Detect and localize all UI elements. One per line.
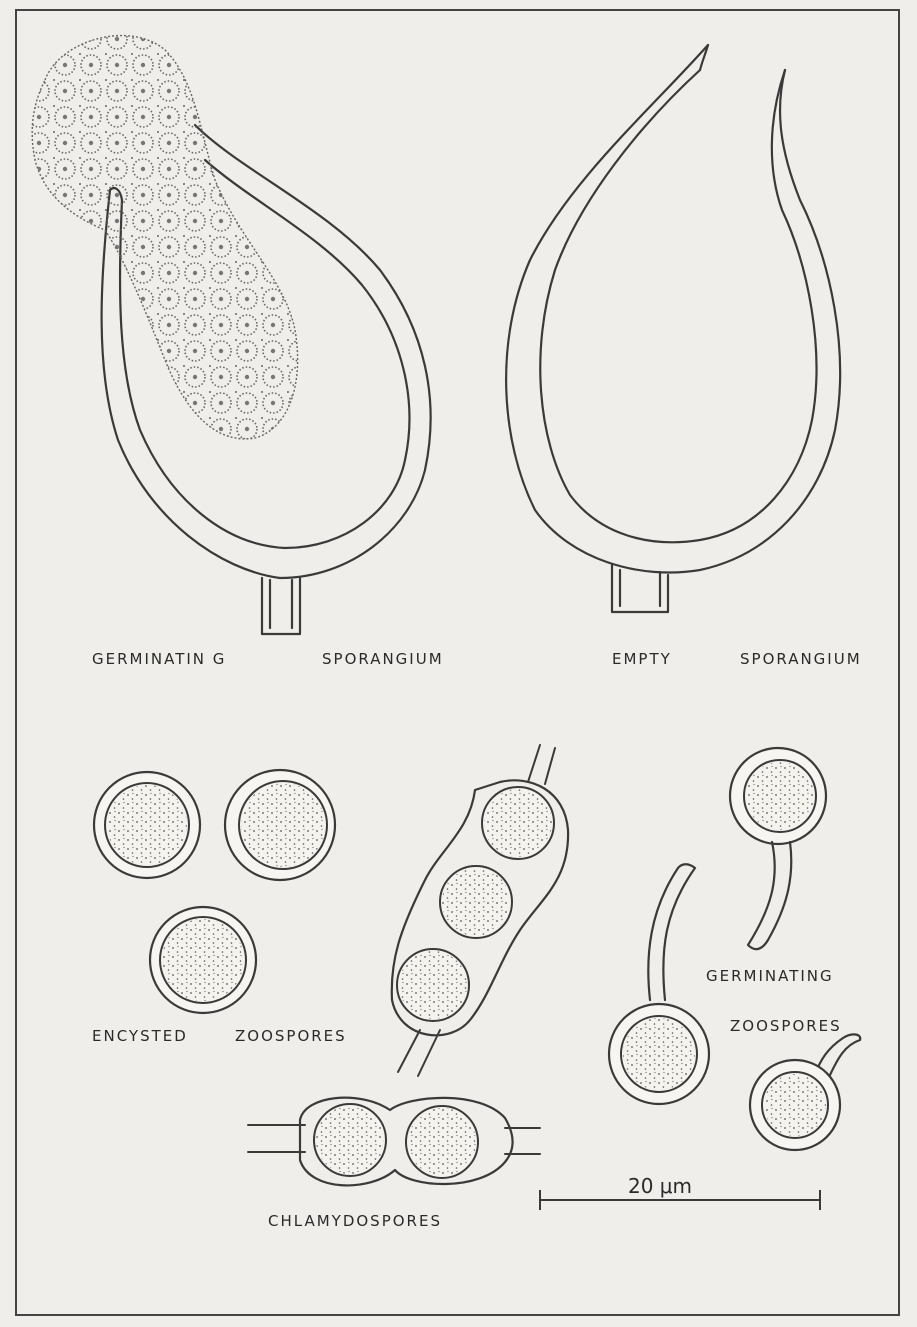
label-encysted: ENCYSTED: [92, 1027, 188, 1045]
label-sporangium-left: SPORANGIUM: [322, 650, 444, 668]
chlamydospore-chain: [392, 745, 568, 1076]
label-germinating-zoospores: GERMINATING: [706, 967, 834, 985]
label-zoospores-right: ZOOSPORES: [730, 1017, 842, 1035]
germinating-sporangium: [32, 36, 430, 634]
germinating-zoospores: [609, 748, 860, 1150]
label-germinating: GERMINATIN G: [92, 650, 226, 668]
label-empty: EMPTY: [612, 650, 672, 668]
label-sporangium-right: SPORANGIUM: [740, 650, 862, 668]
encysted-zoospores: [94, 770, 335, 1013]
scale-label: 20 μm: [628, 1174, 692, 1198]
chlamydospore-pair: [248, 1098, 540, 1186]
label-chlamydospores: CHLAMYDOSPORES: [268, 1212, 442, 1230]
empty-sporangium: [506, 45, 840, 612]
label-zoospores-left: ZOOSPORES: [235, 1027, 347, 1045]
